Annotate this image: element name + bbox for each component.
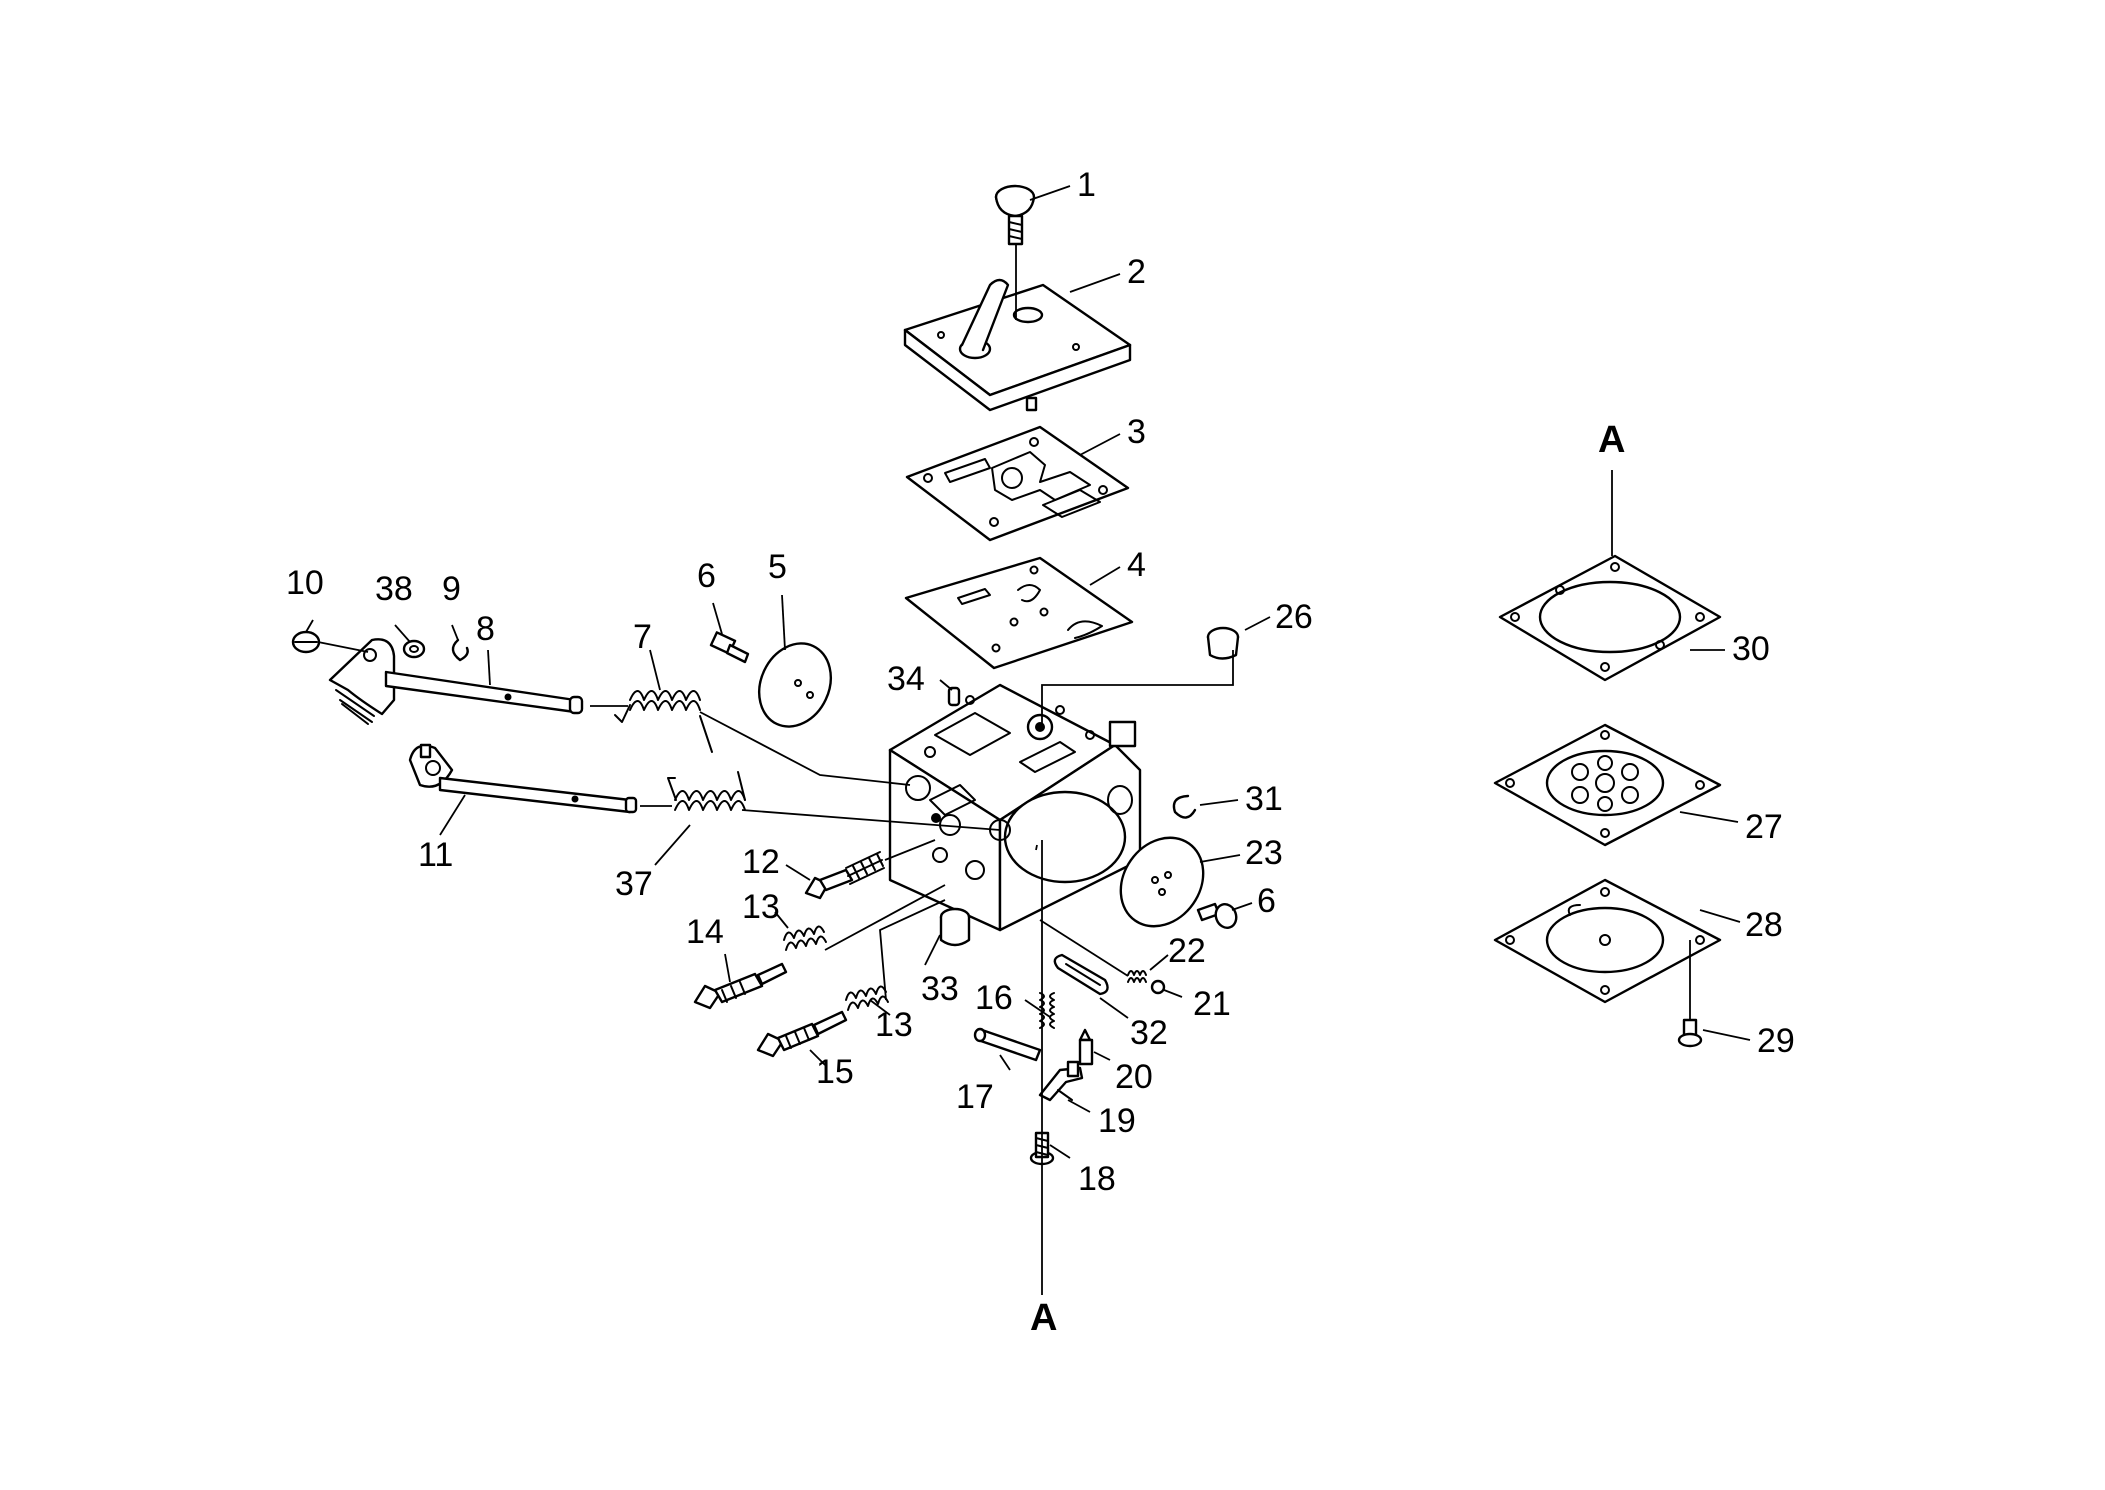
callout-20: 20 xyxy=(1115,1058,1153,1096)
part-gasket-3 xyxy=(905,425,1130,542)
callout-26: 26 xyxy=(1275,598,1313,636)
part-diaphragm-27 xyxy=(1493,723,1722,847)
part-diaphragm-4 xyxy=(904,556,1134,670)
part-spring-7 xyxy=(590,690,713,753)
callout-19: 19 xyxy=(1098,1102,1136,1140)
part-spring-22 xyxy=(1127,970,1147,983)
part-choke-shaft-11 xyxy=(408,743,638,814)
callout-4: 4 xyxy=(1127,546,1146,584)
callout-3: 3 xyxy=(1127,413,1146,451)
callout-30: 30 xyxy=(1732,630,1770,668)
callout-31: 31 xyxy=(1245,780,1283,818)
callout-7: 7 xyxy=(633,618,652,656)
part-ball-21 xyxy=(1150,979,1166,995)
part-needle-valve-20 xyxy=(1078,1028,1094,1066)
callout-11: 11 xyxy=(418,836,453,874)
part-spring-13-upper xyxy=(783,925,827,951)
callout-21: 21 xyxy=(1193,985,1231,1023)
part-pin-17 xyxy=(973,1027,1042,1062)
connector-spring-37 xyxy=(741,809,1001,831)
part-screw-6-top xyxy=(709,631,750,664)
connector-body-to-22 xyxy=(1039,919,1129,977)
part-clip-31 xyxy=(1172,794,1197,819)
callout-29: 29 xyxy=(1757,1022,1795,1060)
callout-33: 33 xyxy=(921,970,959,1008)
callout-8: 8 xyxy=(476,610,495,648)
part-cover-28 xyxy=(1493,878,1722,1004)
callout-16: 16 xyxy=(975,979,1013,1017)
callout-5: 5 xyxy=(768,548,787,586)
part-screw-1 xyxy=(994,184,1036,246)
part-pin-34 xyxy=(947,686,961,707)
callout-23: 23 xyxy=(1245,834,1283,872)
callout-1: 1 xyxy=(1077,166,1096,204)
part-screw-6-right xyxy=(1196,902,1238,929)
part-disc-5 xyxy=(758,642,832,728)
part-screw-29 xyxy=(1677,940,1703,1048)
ref-marker-a-right: A xyxy=(1598,419,1625,461)
part-screw-12 xyxy=(804,839,936,900)
callout-6-top: 6 xyxy=(697,557,716,595)
part-needle-15 xyxy=(756,899,946,1058)
callout-28: 28 xyxy=(1745,906,1783,944)
callout-13-lower: 13 xyxy=(875,1006,913,1044)
callout-leaders xyxy=(305,185,1751,1159)
part-spring-13-lower xyxy=(845,985,889,1011)
callout-13-upper: 13 xyxy=(742,888,780,926)
callout-27: 27 xyxy=(1745,808,1783,846)
callout-34: 34 xyxy=(887,660,925,698)
callout-17: 17 xyxy=(956,1078,994,1116)
callout-14: 14 xyxy=(686,913,724,951)
part-nut-10 xyxy=(291,630,321,654)
part-gasket-30 xyxy=(1498,470,1722,682)
connector-spring-7 xyxy=(699,711,911,786)
callout-labels: 1 2 3 4 5 6 7 8 9 10 11 12 13 14 15 16 1… xyxy=(286,166,1795,1198)
callout-38: 38 xyxy=(375,570,413,608)
part-throttle-shaft-8 xyxy=(317,638,584,725)
part-disc-23 xyxy=(1119,836,1205,928)
part-plug-33 xyxy=(939,907,971,947)
callout-9: 9 xyxy=(442,570,461,608)
ref-marker-a-bottom: A xyxy=(1030,1297,1057,1339)
callout-32: 32 xyxy=(1130,1014,1168,1052)
part-cap-26 xyxy=(1041,626,1240,727)
part-gasket-32 xyxy=(1053,953,1109,996)
callout-22: 22 xyxy=(1168,932,1206,970)
part-carburetor-body xyxy=(888,683,1142,932)
callout-18: 18 xyxy=(1078,1160,1116,1198)
part-clip-9 xyxy=(451,638,469,662)
callout-37: 37 xyxy=(615,865,653,903)
callout-6-right: 6 xyxy=(1257,882,1276,920)
part-lever-19 xyxy=(1038,1060,1084,1102)
callout-15: 15 xyxy=(816,1053,854,1091)
part-needle-14 xyxy=(693,884,946,1010)
part-pump-cover-2 xyxy=(903,245,1132,412)
callout-12: 12 xyxy=(742,843,780,881)
part-spring-37 xyxy=(640,771,746,811)
callout-2: 2 xyxy=(1127,253,1146,291)
connector-body-to-23 xyxy=(1035,844,1038,851)
callout-10: 10 xyxy=(286,564,324,602)
part-washer-38 xyxy=(402,639,426,659)
